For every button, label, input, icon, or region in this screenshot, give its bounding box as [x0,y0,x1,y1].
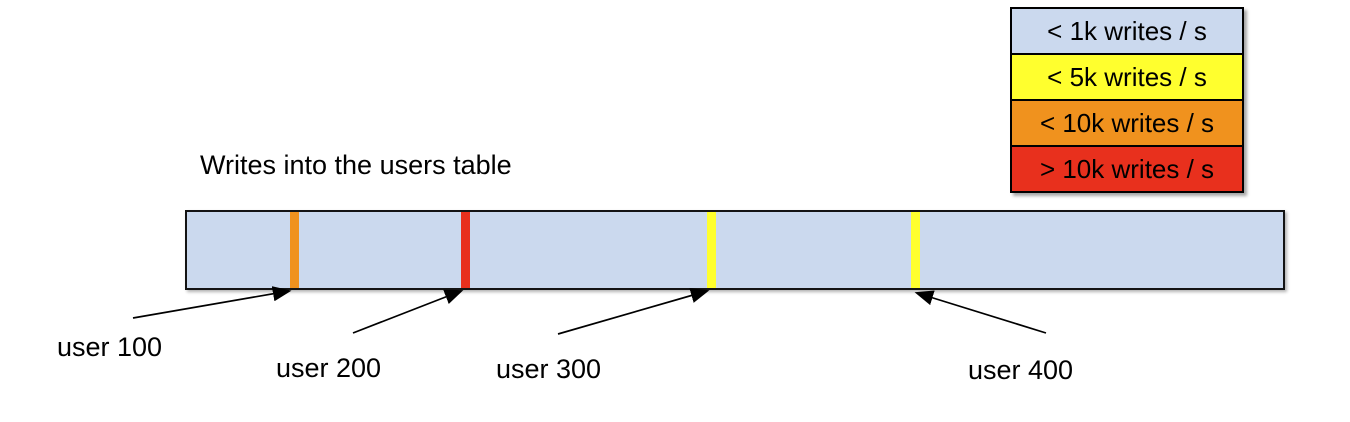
arrow-to-user-200 [352,289,464,334]
arrow-to-user-400 [914,290,1047,334]
user-label-1: user 200 [276,353,382,383]
arrow-to-user-300 [557,288,710,335]
legend-item-0: < 1k writes / s [1012,9,1242,55]
legend-item-3: > 10k writes / s [1012,147,1242,191]
user-label-0: user 100 [57,332,163,362]
legend-item-2: < 10k writes / s [1012,101,1242,147]
write-hotspot-stripe-3 [910,212,920,288]
write-hotspot-stripe-2 [706,212,716,288]
user-label-2: user 300 [496,354,602,384]
arrow-lines [132,286,1047,335]
legend: < 1k writes / s< 5k writes / s< 10k writ… [1010,7,1244,193]
legend-item-1: < 5k writes / s [1012,55,1242,101]
write-hotspot-stripe-1 [460,212,470,288]
user-label-3: user 400 [968,355,1074,385]
arrow-to-user-100 [132,286,292,319]
diagram-title: Writes into the users table [200,150,512,180]
users-table-bar [185,210,1285,290]
write-hotspot-stripe-0 [289,212,299,288]
